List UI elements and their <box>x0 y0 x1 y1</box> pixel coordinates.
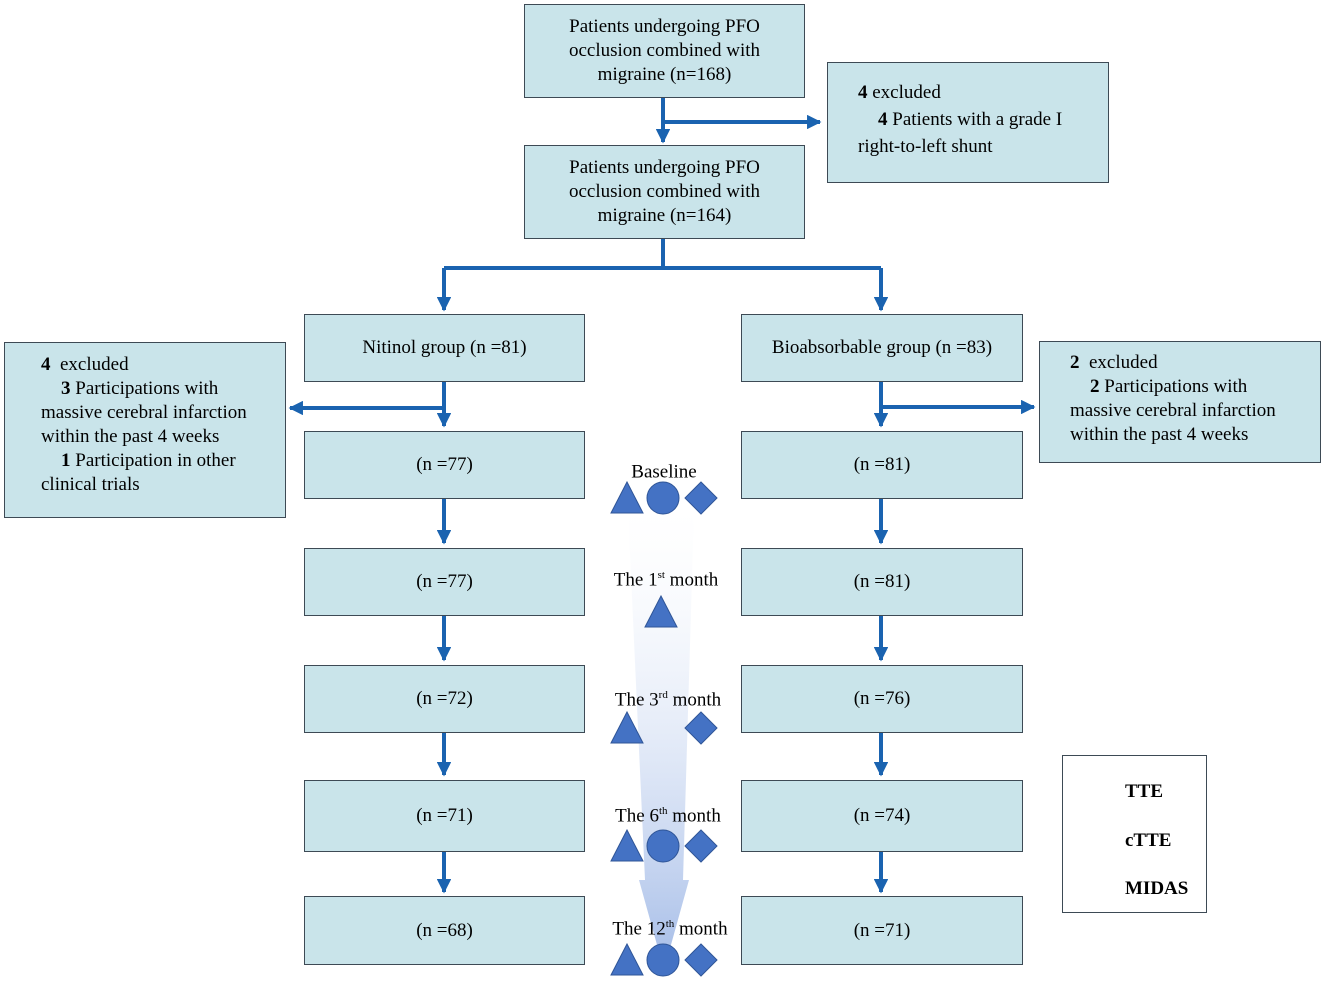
exclusion-top-heading: 4 excluded <box>858 82 941 103</box>
exclusion-top-reason-cont: right-to-left shunt <box>858 136 993 157</box>
bio-month-3-box: (n =76) <box>741 665 1023 733</box>
exclusion-right-reason-1-cont-2: within the past 4 weeks <box>1070 424 1249 445</box>
timepoint-month-3-label: The 3rd month <box>614 689 722 711</box>
timepoint-4-triangle-icon <box>610 942 644 976</box>
exclusion-left-reason-1-cont-2: within the past 4 weeks <box>41 426 220 447</box>
bio-month-1-count: (n =81) <box>853 571 911 592</box>
exclusion-left-reason-2-cont: clinical trials <box>41 474 140 495</box>
timepoint-month-12-label: The 12th month <box>612 918 728 940</box>
exclusion-right-reason-1: 2 Participations with <box>1090 376 1248 397</box>
timepoint-3-circle-icon <box>646 829 680 863</box>
exclusion-right-reason-1-cont: massive cerebral infarction <box>1070 400 1276 421</box>
nitinol-month-1-box: (n =77) <box>304 548 585 616</box>
split-connector <box>444 238 881 270</box>
bio-month-1-box: (n =81) <box>741 548 1023 616</box>
bio-month-12-box: (n =71) <box>741 896 1023 965</box>
exclusion-right-box: 2 excluded 2 Participations with massive… <box>1039 341 1321 463</box>
nitinol-month-6-count: (n =71) <box>416 805 473 826</box>
nitinol-baseline-count: (n =77) <box>416 454 473 475</box>
timepoint-4-diamond-icon <box>684 943 718 977</box>
timeline-arrow <box>628 510 694 970</box>
nitinol-month-12-box: (n =68) <box>304 896 585 965</box>
timepoint-shapes <box>610 480 718 977</box>
nitinol-month-1-count: (n =77) <box>416 571 473 592</box>
nitinol-group-label: Nitinol group (n =81) <box>362 337 527 358</box>
timepoint-baseline-label: Baseline <box>631 461 697 483</box>
exclusion-top-reason: 4 Patients with a grade I <box>878 109 1063 130</box>
timepoint-month-6-label: The 6th month <box>615 805 721 827</box>
bio-baseline-count: (n =81) <box>853 454 911 475</box>
timepoint-month-1-label: The 1st month <box>613 569 719 591</box>
bioabsorbable-group-box: Bioabsorbable group (n =83) <box>741 314 1023 382</box>
timepoint-0-circle-icon <box>646 481 680 515</box>
bio-month-6-count: (n =74) <box>853 805 911 826</box>
nitinol-baseline-box: (n =77) <box>304 431 585 499</box>
bio-month-3-count: (n =76) <box>853 688 911 709</box>
nitinol-month-12-count: (n =68) <box>416 919 473 941</box>
timepoint-1-triangle-icon <box>644 594 678 628</box>
enrolled-text: Patients undergoing PFO occlusion combin… <box>568 16 761 85</box>
legend-midas-label: MIDAS <box>1125 878 1189 899</box>
exclusion-left-heading: 4 excluded <box>41 354 129 375</box>
exclusion-right-heading: 2 excluded <box>1070 352 1158 373</box>
exclusion-left-reason-1: 3 Participations with <box>61 378 219 399</box>
bio-baseline-box: (n =81) <box>741 431 1023 499</box>
bio-month-12-count: (n =71) <box>853 919 911 941</box>
timepoint-3-diamond-icon <box>684 829 718 863</box>
enrolled-box: Patients undergoing PFO occlusion combin… <box>524 4 805 98</box>
timepoint-0-triangle-icon <box>610 480 644 514</box>
legend-tte-label: TTE <box>1125 781 1164 802</box>
timepoint-0-diamond-icon <box>684 481 718 515</box>
exclusion-top-box: 4 excluded 4 Patients with a grade I rig… <box>827 62 1109 183</box>
timepoint-3-triangle-icon <box>610 828 644 862</box>
nitinol-group-box: Nitinol group (n =81) <box>304 314 585 382</box>
eligible-text: Patients undergoing PFO occlusion combin… <box>568 157 761 226</box>
exclusion-left-box: 4 excluded 3 Participations with massive… <box>4 342 286 518</box>
timepoint-2-triangle-icon <box>610 710 644 744</box>
exclusion-left-reason-1-cont: massive cerebral infarction <box>41 402 247 423</box>
nitinol-month-3-box: (n =72) <box>304 665 585 733</box>
timepoint-4-circle-icon <box>646 943 680 977</box>
timepoint-2-diamond-icon <box>684 711 718 745</box>
bioabsorbable-group-label: Bioabsorbable group (n =83) <box>771 337 993 358</box>
nitinol-month-6-box: (n =71) <box>304 780 585 852</box>
eligible-box: Patients undergoing PFO occlusion combin… <box>524 145 805 239</box>
legend-box: TTE cTTE MIDAS <box>1062 755 1207 913</box>
bio-month-6-box: (n =74) <box>741 780 1023 852</box>
nitinol-month-3-count: (n =72) <box>416 688 473 709</box>
exclusion-left-reason-2: 1 Participation in other <box>61 450 236 471</box>
legend-ctte-label: cTTE <box>1125 830 1172 851</box>
